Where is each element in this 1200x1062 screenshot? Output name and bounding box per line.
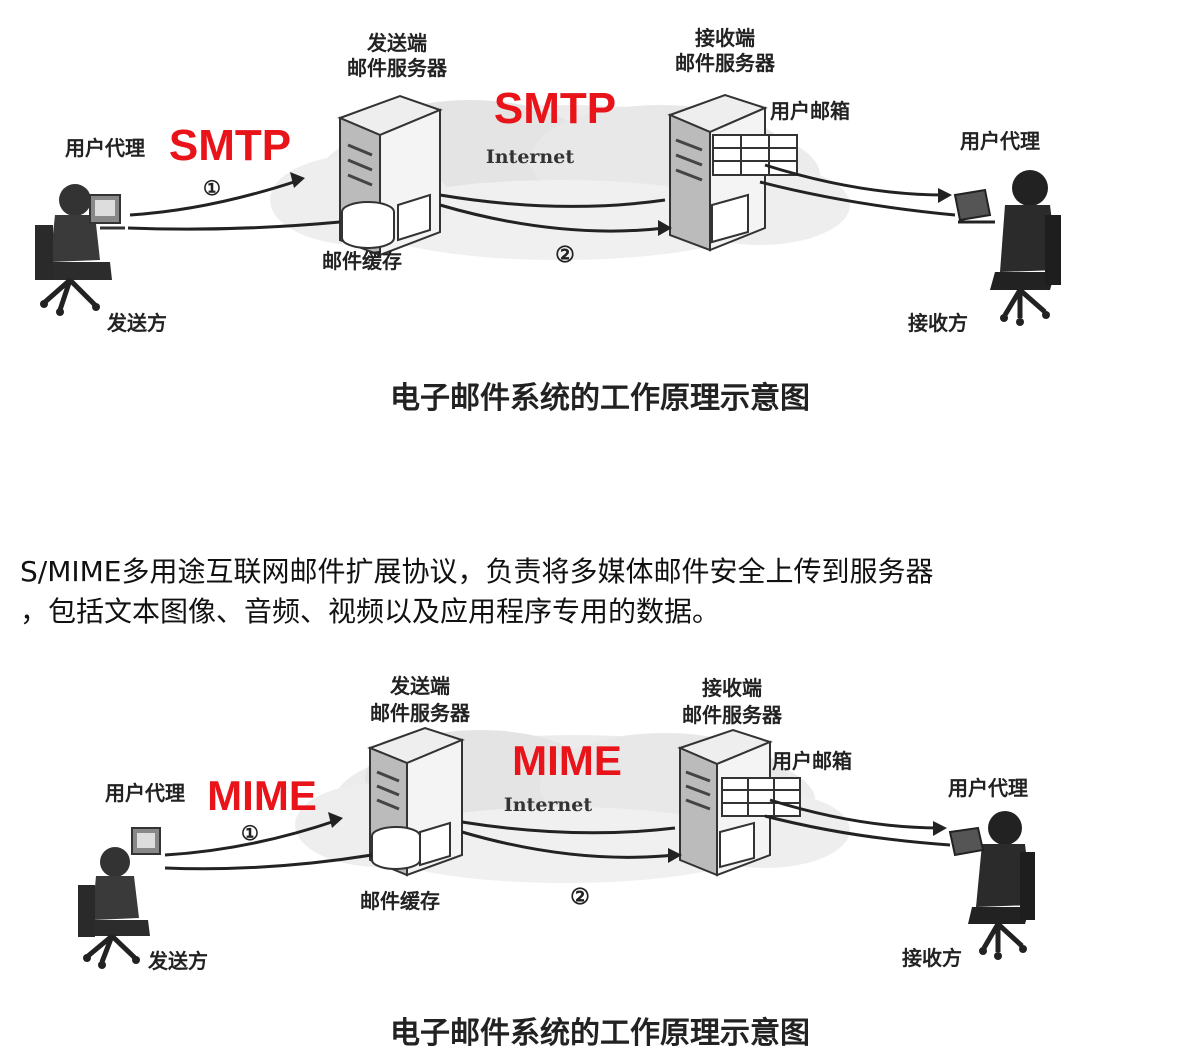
step-1-marker: ① [241, 821, 259, 845]
mail-cache-icon [371, 826, 421, 870]
internet-label: Internet [486, 146, 574, 168]
email-diagram-smtp: 发送端 邮件服务器 接收端 邮件服务器 用户代理 用户代理 用户邮箱 Inter… [35, 26, 1061, 416]
receiver-server-label-2: 邮件服务器 [675, 51, 776, 75]
flow-arrows [164, 798, 951, 871]
envelope-icon [397, 193, 749, 244]
mail-cache-label: 邮件缓存 [322, 249, 402, 273]
protocol-mid-label: MIME [512, 737, 622, 784]
protocol-left-label: MIME [207, 772, 317, 819]
mailbox-label: 用户邮箱 [770, 99, 850, 123]
receiver-label: 接收方 [902, 946, 962, 970]
mailbox-label: 用户邮箱 [772, 749, 852, 773]
sender-server-label-2: 邮件服务器 [370, 701, 471, 725]
mail-cache-label: 邮件缓存 [360, 889, 440, 913]
user-agent-right-label: 用户代理 [948, 776, 1028, 800]
step-2-marker: ② [555, 242, 575, 268]
mail-cache-icon [341, 201, 395, 249]
sender-server-label-1: 发送端 [366, 31, 427, 55]
step-2-marker: ② [570, 884, 590, 910]
protocol-left-label: SMTP [169, 121, 291, 170]
step-1-marker: ① [203, 176, 221, 200]
envelope-icon [419, 821, 755, 869]
receiver-label: 接收方 [908, 311, 968, 335]
arrowheads [290, 172, 952, 236]
description-line-1: S/MIME多用途互联网邮件扩展协议，负责将多媒体邮件安全上传到服务器 [20, 555, 934, 588]
sender-server-label-2: 邮件服务器 [347, 56, 448, 80]
sender-label: 发送方 [106, 311, 167, 335]
description-text: S/MIME多用途互联网邮件扩展协议，负责将多媒体邮件安全上传到服务器 ，包括文… [20, 552, 1180, 632]
receiver-server-label-2: 邮件服务器 [682, 703, 783, 727]
user-agent-right-label: 用户代理 [960, 129, 1040, 153]
mailbox-icon [712, 134, 798, 176]
email-diagram-mime: 发送端 邮件服务器 接收端 邮件服务器 用户代理 用户代理 用户邮箱 Inter… [78, 674, 1035, 1051]
description-line-2: ，包括文本图像、音频、视频以及应用程序专用的数据。 [20, 595, 721, 628]
diagram-caption: 电子邮件系统的工作原理示意图 [390, 1016, 810, 1051]
receiver-person-icon [948, 811, 1035, 960]
sender-person-icon [35, 184, 125, 316]
receiver-server-label-1: 接收端 [702, 676, 762, 700]
diagram-caption: 电子邮件系统的工作原理示意图 [390, 381, 810, 416]
sender-label: 发送方 [147, 949, 208, 973]
receiver-person-icon [953, 170, 1061, 326]
internet-label: Internet [504, 794, 592, 816]
sender-server-label-1: 发送端 [389, 674, 450, 698]
user-agent-left-label: 用户代理 [105, 781, 185, 805]
user-agent-left-label: 用户代理 [65, 136, 145, 160]
arrowheads [328, 812, 947, 863]
sender-person-icon [78, 827, 161, 969]
mailbox-icon [721, 777, 801, 817]
flow-arrows [127, 163, 956, 233]
protocol-mid-label: SMTP [494, 84, 616, 133]
receiver-server-label-1: 接收端 [695, 26, 755, 50]
